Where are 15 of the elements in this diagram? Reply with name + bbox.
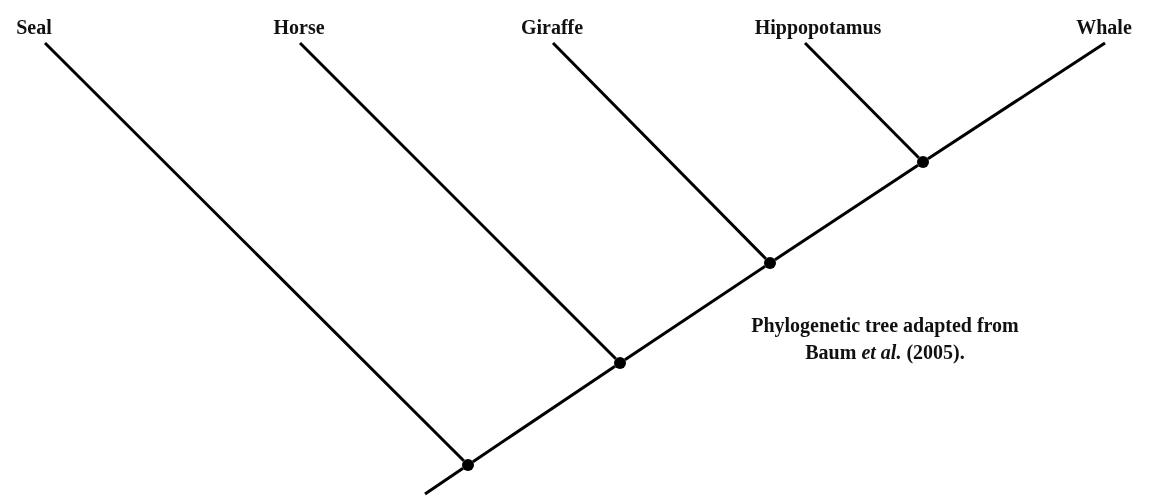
branch-line: [774, 164, 919, 261]
taxon-label: Whale: [1076, 7, 1132, 43]
branch-line: [551, 41, 767, 260]
taxon-label: Seal: [16, 7, 52, 43]
taxon-label: Giraffe: [520, 7, 584, 43]
branch-line: [927, 41, 1106, 160]
branch-line: [424, 467, 464, 496]
branch-line: [298, 41, 617, 360]
branch-line: [472, 365, 616, 463]
branch-line: [803, 41, 920, 159]
taxon-label: Horse: [273, 7, 325, 43]
caption: Phylogenetic tree adapted from Baum et al. (2005).: [750, 313, 1020, 366]
taxon-label: Hippopotamus: [754, 7, 882, 43]
branch-line: [43, 41, 465, 462]
branch-line: [624, 265, 766, 361]
